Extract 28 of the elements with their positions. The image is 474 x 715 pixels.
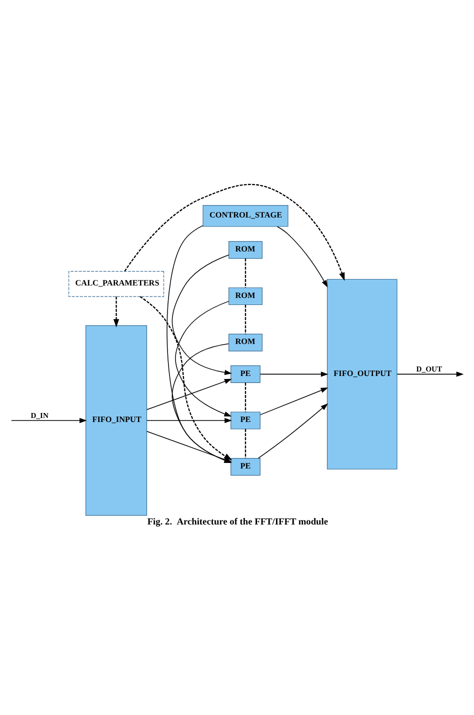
connector [244,258,246,288]
caption: Fig. 2. Architecture of the FFT/IFFT module [147,518,328,528]
arrow [276,226,328,288]
node-box: PE [230,412,260,430]
arrow [396,372,464,377]
node-box: ROM [228,287,262,306]
connector [244,429,246,458]
arrow [146,418,232,424]
arrow [175,300,232,417]
node-box: ROM [228,334,262,352]
arrow [172,254,232,375]
node-box: FIFO_OUTPUT [326,278,398,470]
arrow [146,378,232,410]
arrow [260,372,328,377]
arrow [113,296,120,328]
node-box: PE [230,365,260,383]
node-box: CALC_PARAMETERS [68,271,164,297]
arrow [140,296,232,460]
node-box: FIFO_INPUT [86,325,148,516]
node-box: PE [230,458,260,476]
arrow [260,388,328,416]
arrow [11,418,87,424]
node-box: CONTROL_STAGE [202,205,288,227]
node-box: ROM [228,241,262,259]
arrow [124,184,345,281]
connector [244,382,246,412]
arrow [258,403,328,459]
connector [244,304,246,334]
